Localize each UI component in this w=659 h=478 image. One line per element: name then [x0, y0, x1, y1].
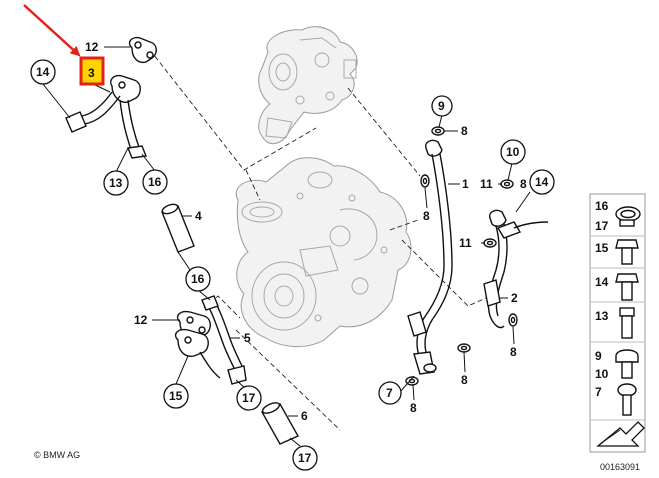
label-4: 4: [195, 209, 202, 223]
label-11-lower: 11: [459, 236, 472, 250]
label-17-upper: 17: [242, 391, 256, 405]
label-15: 15: [169, 389, 183, 403]
label-7: 7: [386, 386, 393, 400]
legend-label-7: 7: [595, 385, 602, 399]
banjo-bolt-icon: [615, 273, 639, 301]
pointer-arrow: [23, 4, 81, 57]
upper-turbocharger-ghost: [258, 26, 358, 145]
label-14-left: 14: [36, 65, 50, 79]
legend-label-10: 10: [595, 367, 609, 381]
circle-16-upper: [142, 169, 168, 195]
label-10: 10: [506, 145, 520, 159]
label-9: 9: [438, 99, 445, 113]
washers[interactable]: [405, 126, 518, 386]
circle-13: [103, 170, 129, 196]
label-14-right: 14: [535, 175, 549, 189]
hollow-bolt-icon: [615, 349, 639, 379]
part-4-hose[interactable]: [161, 203, 195, 253]
direction-arrow-icon: [596, 421, 645, 447]
circle-16-lower: [185, 266, 211, 292]
part-12-gasket-upper[interactable]: [128, 36, 157, 64]
reference-lines: [149, 49, 487, 431]
stud-bolt-icon: [619, 307, 635, 339]
label-12-upper: 12: [85, 40, 99, 54]
label-8-b: 8: [423, 209, 430, 223]
label-16-upper: 16: [148, 175, 162, 189]
label-17-lower: 17: [298, 451, 312, 465]
leader-lines: [42, 46, 531, 447]
circle-17-upper: [236, 385, 262, 411]
circle-10: [500, 139, 526, 165]
circle-14-right: [529, 169, 555, 195]
label-5: 5: [244, 331, 251, 345]
legend-label-15: 15: [595, 241, 609, 255]
label-8-f: 8: [410, 401, 417, 415]
legend-label-13: 13: [595, 309, 609, 323]
label-8-e: 8: [461, 373, 468, 387]
hose-clamp-icon: [615, 206, 641, 227]
circle-9: [431, 95, 453, 117]
round-head-bolt-icon: [617, 383, 637, 416]
legend-label-14: 14: [595, 275, 609, 289]
circle-15: [163, 383, 189, 409]
circle-7: [378, 381, 402, 405]
part-6-hose[interactable]: [261, 401, 299, 445]
label-2: 2: [511, 291, 518, 305]
circle-14-left: [30, 59, 56, 85]
label-13: 13: [109, 176, 123, 190]
legend-label-16: 16: [595, 199, 609, 213]
copyright-text: © BMW AG: [34, 450, 80, 460]
legend-label-17: 17: [595, 219, 609, 233]
legend-label-9: 9: [595, 349, 602, 363]
label-8-a: 8: [461, 124, 468, 138]
part-5-return-pipe[interactable]: [174, 295, 247, 385]
label-8-c: 8: [520, 177, 527, 191]
label-1: 1: [462, 177, 469, 191]
callouts: 12 3 14 13 16 4 16 12 5 15 17 6 17 9 8 1…: [30, 40, 555, 471]
highlight-box: [79, 56, 105, 86]
part-2-return-line[interactable]: [483, 209, 549, 329]
label-3: 3: [88, 66, 95, 80]
label-8-d: 8: [510, 345, 517, 359]
part-1-feed-line[interactable]: [407, 139, 453, 375]
circle-17-lower: [292, 445, 318, 471]
label-16-lower: 16: [191, 272, 205, 286]
lower-turbocharger-ghost: [235, 157, 412, 347]
part-3-oil-pipe[interactable]: [65, 74, 147, 159]
diagram-number: 00163091: [600, 462, 640, 472]
label-6: 6: [301, 409, 308, 423]
hardware-legend: 16 17 15 14 13 9 10: [589, 193, 646, 453]
label-12-lower: 12: [134, 313, 148, 327]
label-11-upper: 11: [480, 177, 493, 191]
hex-bolt-icon: [615, 239, 639, 265]
